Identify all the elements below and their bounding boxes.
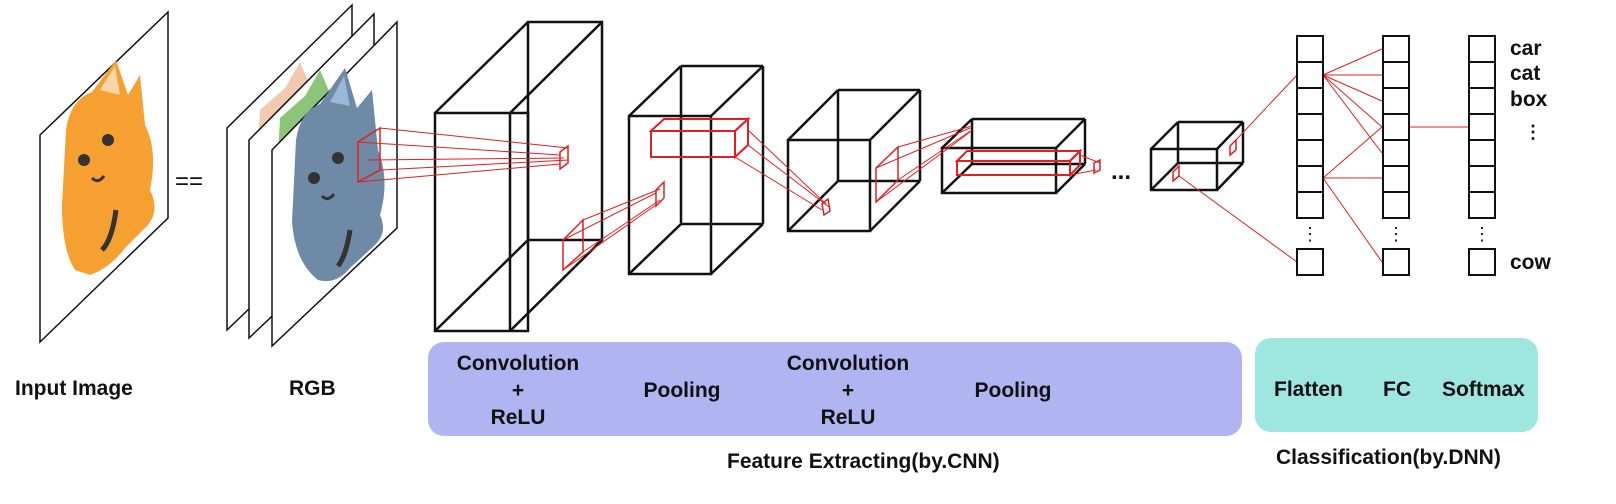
stage-label: Convolution: [786, 352, 910, 375]
layers-ellipsis: ...: [1111, 158, 1132, 185]
stage-pooling-2: Pooling: [961, 377, 1065, 404]
conv2-block: [786, 88, 922, 233]
input-image-label: Input Image: [15, 377, 133, 400]
final-feature-block: [1149, 120, 1245, 192]
classification-caption: Classification(by.DNN): [1276, 446, 1501, 469]
stage-plus: +: [511, 379, 525, 402]
cat-illustration-blue: [292, 68, 385, 282]
class-label-car: car: [1510, 37, 1542, 60]
feature-extraction-panel: [428, 342, 1242, 436]
stage-flatten: Flatten: [1274, 378, 1343, 401]
stage-label: ReLU: [490, 406, 546, 429]
class-label-box: box: [1510, 88, 1548, 111]
softmax-column: [1468, 35, 1496, 276]
svg-text:⋮: ⋮: [1387, 224, 1405, 244]
column-ellipsis: ⋮ ⋮ ⋮: [1301, 224, 1491, 244]
conv1-block: [433, 20, 604, 333]
input-image-card: [39, 10, 169, 344]
equals-sign: ==: [175, 168, 204, 195]
svg-text:⋮: ⋮: [1473, 224, 1491, 244]
stage-conv-relu-2: Convolution + ReLU: [778, 350, 918, 431]
receptive-field-connections: [357, 48, 1468, 272]
feature-extracting-caption: Feature Extracting(by.CNN): [727, 450, 1000, 473]
stage-fc: FC: [1383, 378, 1411, 401]
stage-plus: +: [841, 379, 855, 402]
pool1-block: [627, 64, 765, 276]
flatten-column: [1296, 35, 1324, 276]
stage-label: Pooling: [974, 379, 1052, 402]
stage-label: Convolution: [456, 352, 580, 375]
stage-conv-relu-1: Convolution + ReLU: [448, 350, 588, 431]
rgb-label: RGB: [289, 377, 336, 400]
svg-text:⋮: ⋮: [1301, 224, 1319, 244]
pool2-block: [940, 117, 1087, 195]
class-label-ellipsis: ⋮: [1524, 122, 1542, 142]
stage-pooling-1: Pooling: [630, 377, 734, 404]
fc-column: [1382, 35, 1410, 276]
stage-softmax: Softmax: [1442, 378, 1525, 401]
class-label-cow: cow: [1510, 251, 1551, 274]
stage-label: Pooling: [643, 379, 721, 402]
stage-label: ReLU: [820, 406, 876, 429]
classification-panel: [1255, 338, 1538, 432]
class-label-cat: cat: [1510, 62, 1541, 85]
rgb-channel-stack: [226, 3, 398, 348]
cat-illustration-orange: [62, 60, 155, 275]
